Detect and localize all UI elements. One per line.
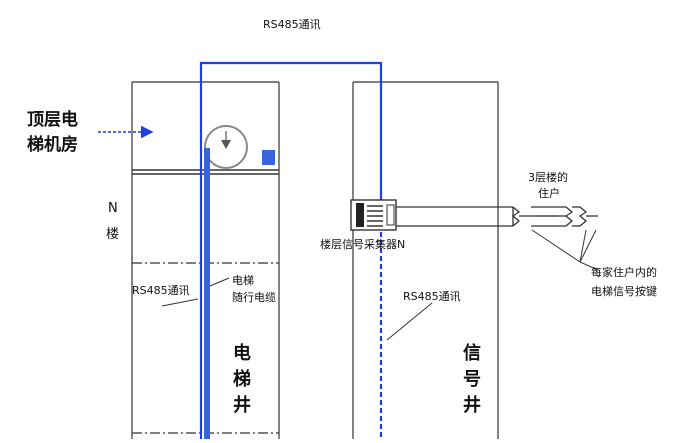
machine-room-device — [262, 150, 275, 165]
signal-shaft-label-1: 信 — [463, 342, 481, 364]
resident-connection — [396, 206, 598, 227]
rs485-top-label: RS485通讯 — [263, 18, 321, 31]
pointer-lines — [161, 229, 599, 341]
travelling-cable — [204, 148, 210, 439]
floor-n-label-char2: 楼 — [106, 227, 119, 242]
machine-room-label-line2: 梯机房 — [27, 134, 78, 155]
rs485-right-label: RS485通讯 — [403, 290, 461, 303]
machine-room-label-line1: 顶层电 — [27, 109, 78, 130]
signal-shaft-label-3: 井 — [463, 394, 481, 416]
floor-n-label: N — [108, 201, 118, 216]
resident-label-line2: 住户 — [538, 186, 560, 200]
rs485-left-label: RS485通讯 — [132, 284, 190, 297]
signal-shaft — [352, 81, 499, 439]
collector-label: 楼层信号采集器N — [320, 237, 405, 251]
cable-label-line2: 随行电缆 — [232, 290, 276, 304]
elevator-shaft-label-2: 梯 — [233, 368, 251, 390]
buttons-label-line1: 每家住户内的 — [591, 265, 657, 279]
floor-signal-collector — [350, 199, 397, 231]
resident-label-line1: 3层楼的 — [528, 170, 568, 184]
traction-pulley — [204, 125, 248, 169]
elevator-shaft-label-1: 电 — [233, 342, 251, 364]
elevator-shaft-label-3: 井 — [233, 394, 251, 416]
cable-label-line1: 电梯 — [232, 274, 254, 287]
rs485-top-line — [199, 61, 383, 439]
signal-shaft-label-2: 号 — [463, 369, 481, 390]
buttons-label-line2: 电梯信号按键 — [591, 284, 657, 298]
